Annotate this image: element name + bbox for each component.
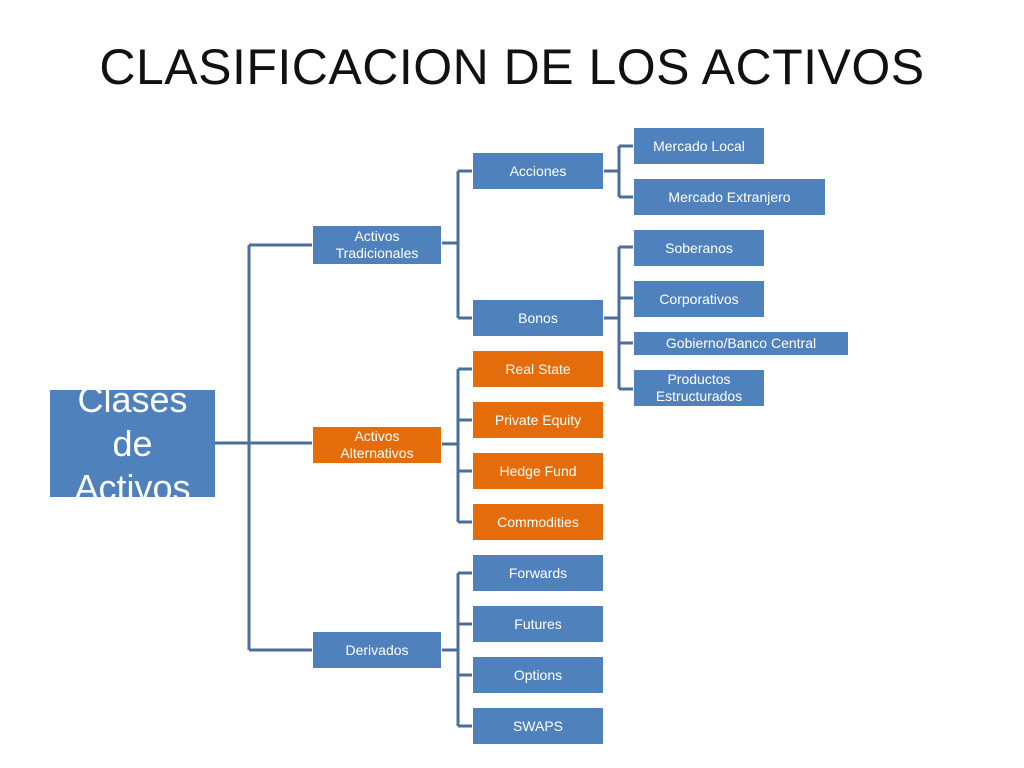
node-acciones: Acciones xyxy=(472,152,604,190)
connector-root xyxy=(215,243,312,652)
connector-derivados xyxy=(442,571,472,728)
node-mercado-extranjero: Mercado Extranjero xyxy=(633,178,826,216)
node-gobierno-banco-central: Gobierno/Banco Central xyxy=(633,331,849,356)
node-swaps: SWAPS xyxy=(472,707,604,745)
node-activos-alternativos: Activos Alternativos xyxy=(312,426,442,464)
node-forwards: Forwards xyxy=(472,554,604,592)
connector-alternativos xyxy=(442,367,472,524)
node-bonos: Bonos xyxy=(472,299,604,337)
node-futures: Futures xyxy=(472,605,604,643)
node-real-state: Real State xyxy=(472,350,604,388)
root-node: Clases de Activos xyxy=(50,379,215,508)
node-corporativos: Corporativos xyxy=(633,280,765,318)
node-mercado-local: Mercado Local xyxy=(633,127,765,165)
connector-acciones xyxy=(604,144,633,199)
slide-title: CLASIFICACION DE LOS ACTIVOS xyxy=(99,39,925,95)
node-productos-estructurados: Productos Estructurados xyxy=(633,369,765,407)
connector-bonos xyxy=(604,245,633,391)
node-derivados: Derivados xyxy=(312,631,442,669)
node-commodities: Commodities xyxy=(472,503,604,541)
node-soberanos: Soberanos xyxy=(633,229,765,267)
node-hedge-fund: Hedge Fund xyxy=(472,452,604,490)
node-options: Options xyxy=(472,656,604,694)
connector-tradicionales xyxy=(442,169,472,320)
node-activos-tradicionales: Activos Tradicionales xyxy=(312,225,442,265)
node-private-equity: Private Equity xyxy=(472,401,604,439)
